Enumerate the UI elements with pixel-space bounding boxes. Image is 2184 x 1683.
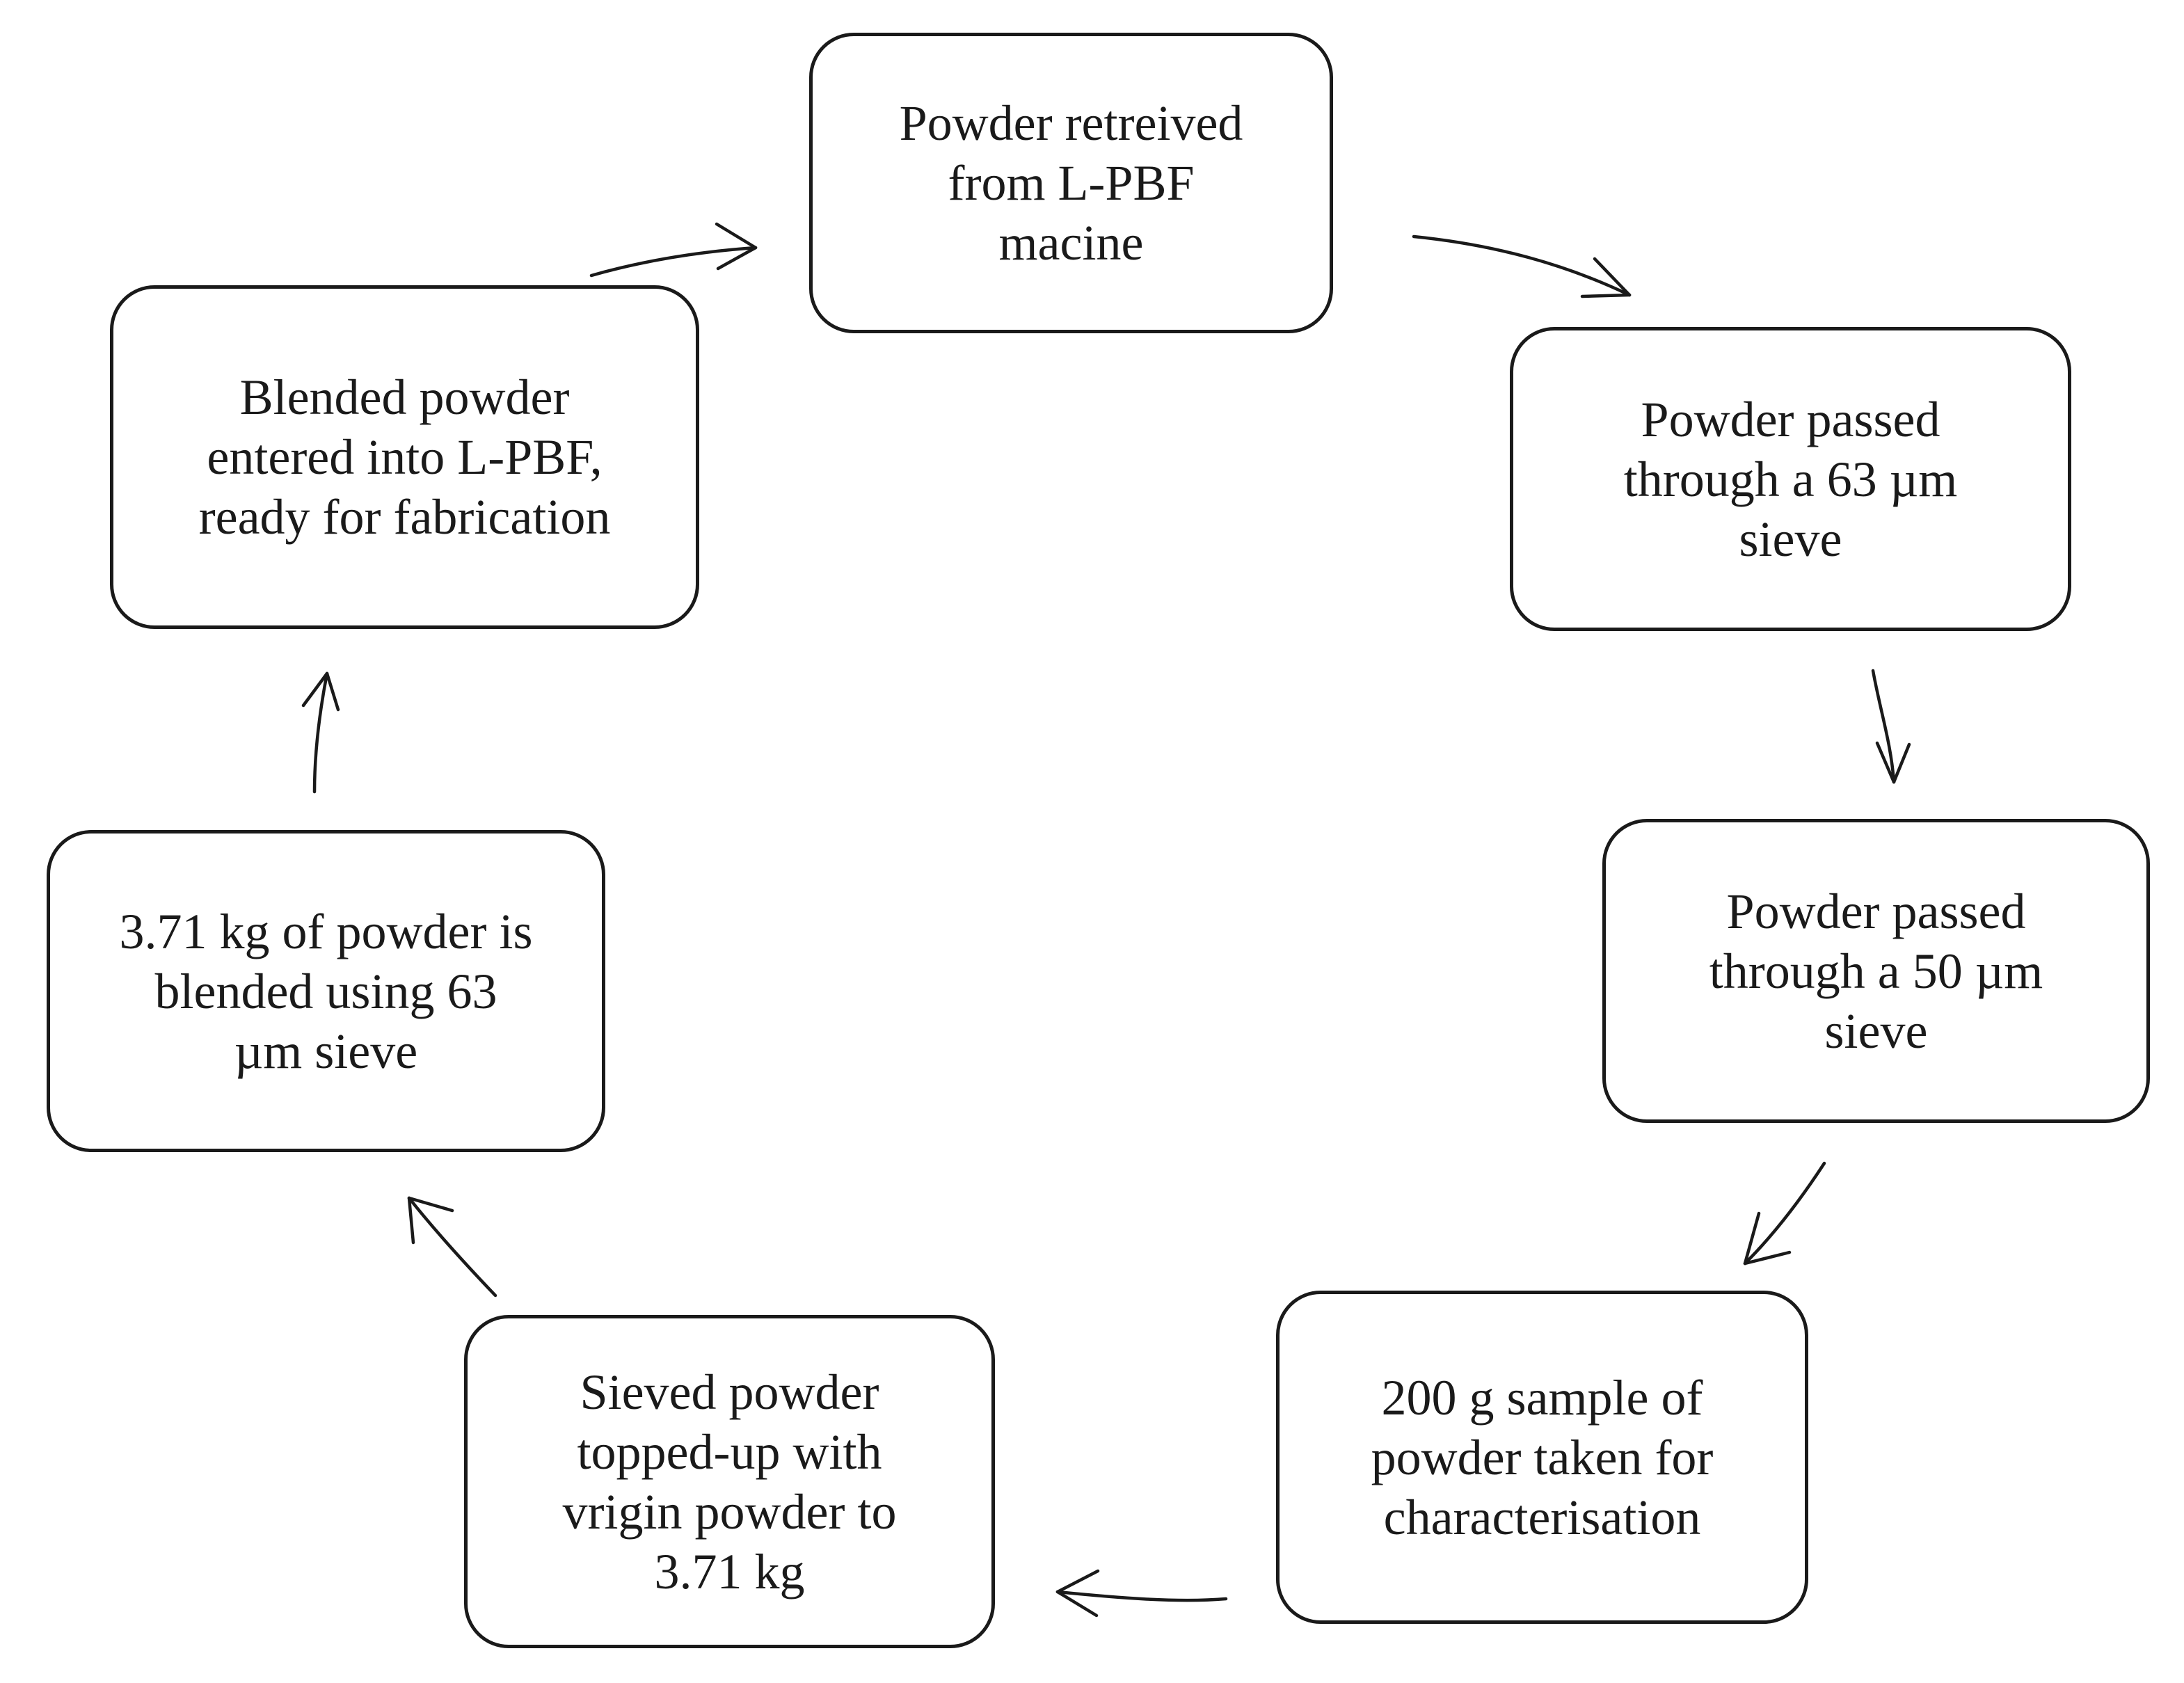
step-entered-lpbf: Blended powder entered into L-PBF, ready… [110, 285, 699, 629]
step-label: Blended powder entered into L-PBF, ready… [198, 369, 611, 545]
step-label: Sieved powder topped-up with vrigin powd… [562, 1364, 897, 1600]
step-label: 3.71 kg of powder is blended using 63 µm… [119, 903, 533, 1079]
step-label: 200 g sample of powder taken for charact… [1371, 1369, 1714, 1545]
step-blended: 3.71 kg of powder is blended using 63 µm… [47, 830, 605, 1152]
arrow-topup-to-blended [407, 1196, 497, 1298]
step-powder-retrieved: Powder retreived from L-PBF macine [809, 33, 1333, 333]
arrow-retrieved-to-sieve63 [1412, 234, 1632, 298]
step-sieve-50: Powder passed through a 50 µm sieve [1602, 819, 2150, 1123]
arrow-entered-to-retrieved [589, 222, 758, 278]
step-sample-taken: 200 g sample of powder taken for charact… [1276, 1291, 1808, 1624]
step-sieve-63: Powder passed through a 63 µm sieve [1510, 327, 2071, 631]
step-label: Powder passed through a 50 µm sieve [1709, 883, 2043, 1059]
step-label: Powder retreived from L-PBF macine [899, 95, 1243, 271]
step-label: Powder passed through a 63 µm sieve [1623, 391, 1958, 567]
arrow-blended-to-entered [301, 671, 340, 794]
step-topped-up: Sieved powder topped-up with vrigin powd… [464, 1315, 995, 1648]
arrow-sieve50-to-sample [1743, 1161, 1826, 1266]
arrow-sieve63-to-sieve50 [1871, 669, 1911, 784]
arrow-sample-to-topup [1055, 1569, 1228, 1618]
